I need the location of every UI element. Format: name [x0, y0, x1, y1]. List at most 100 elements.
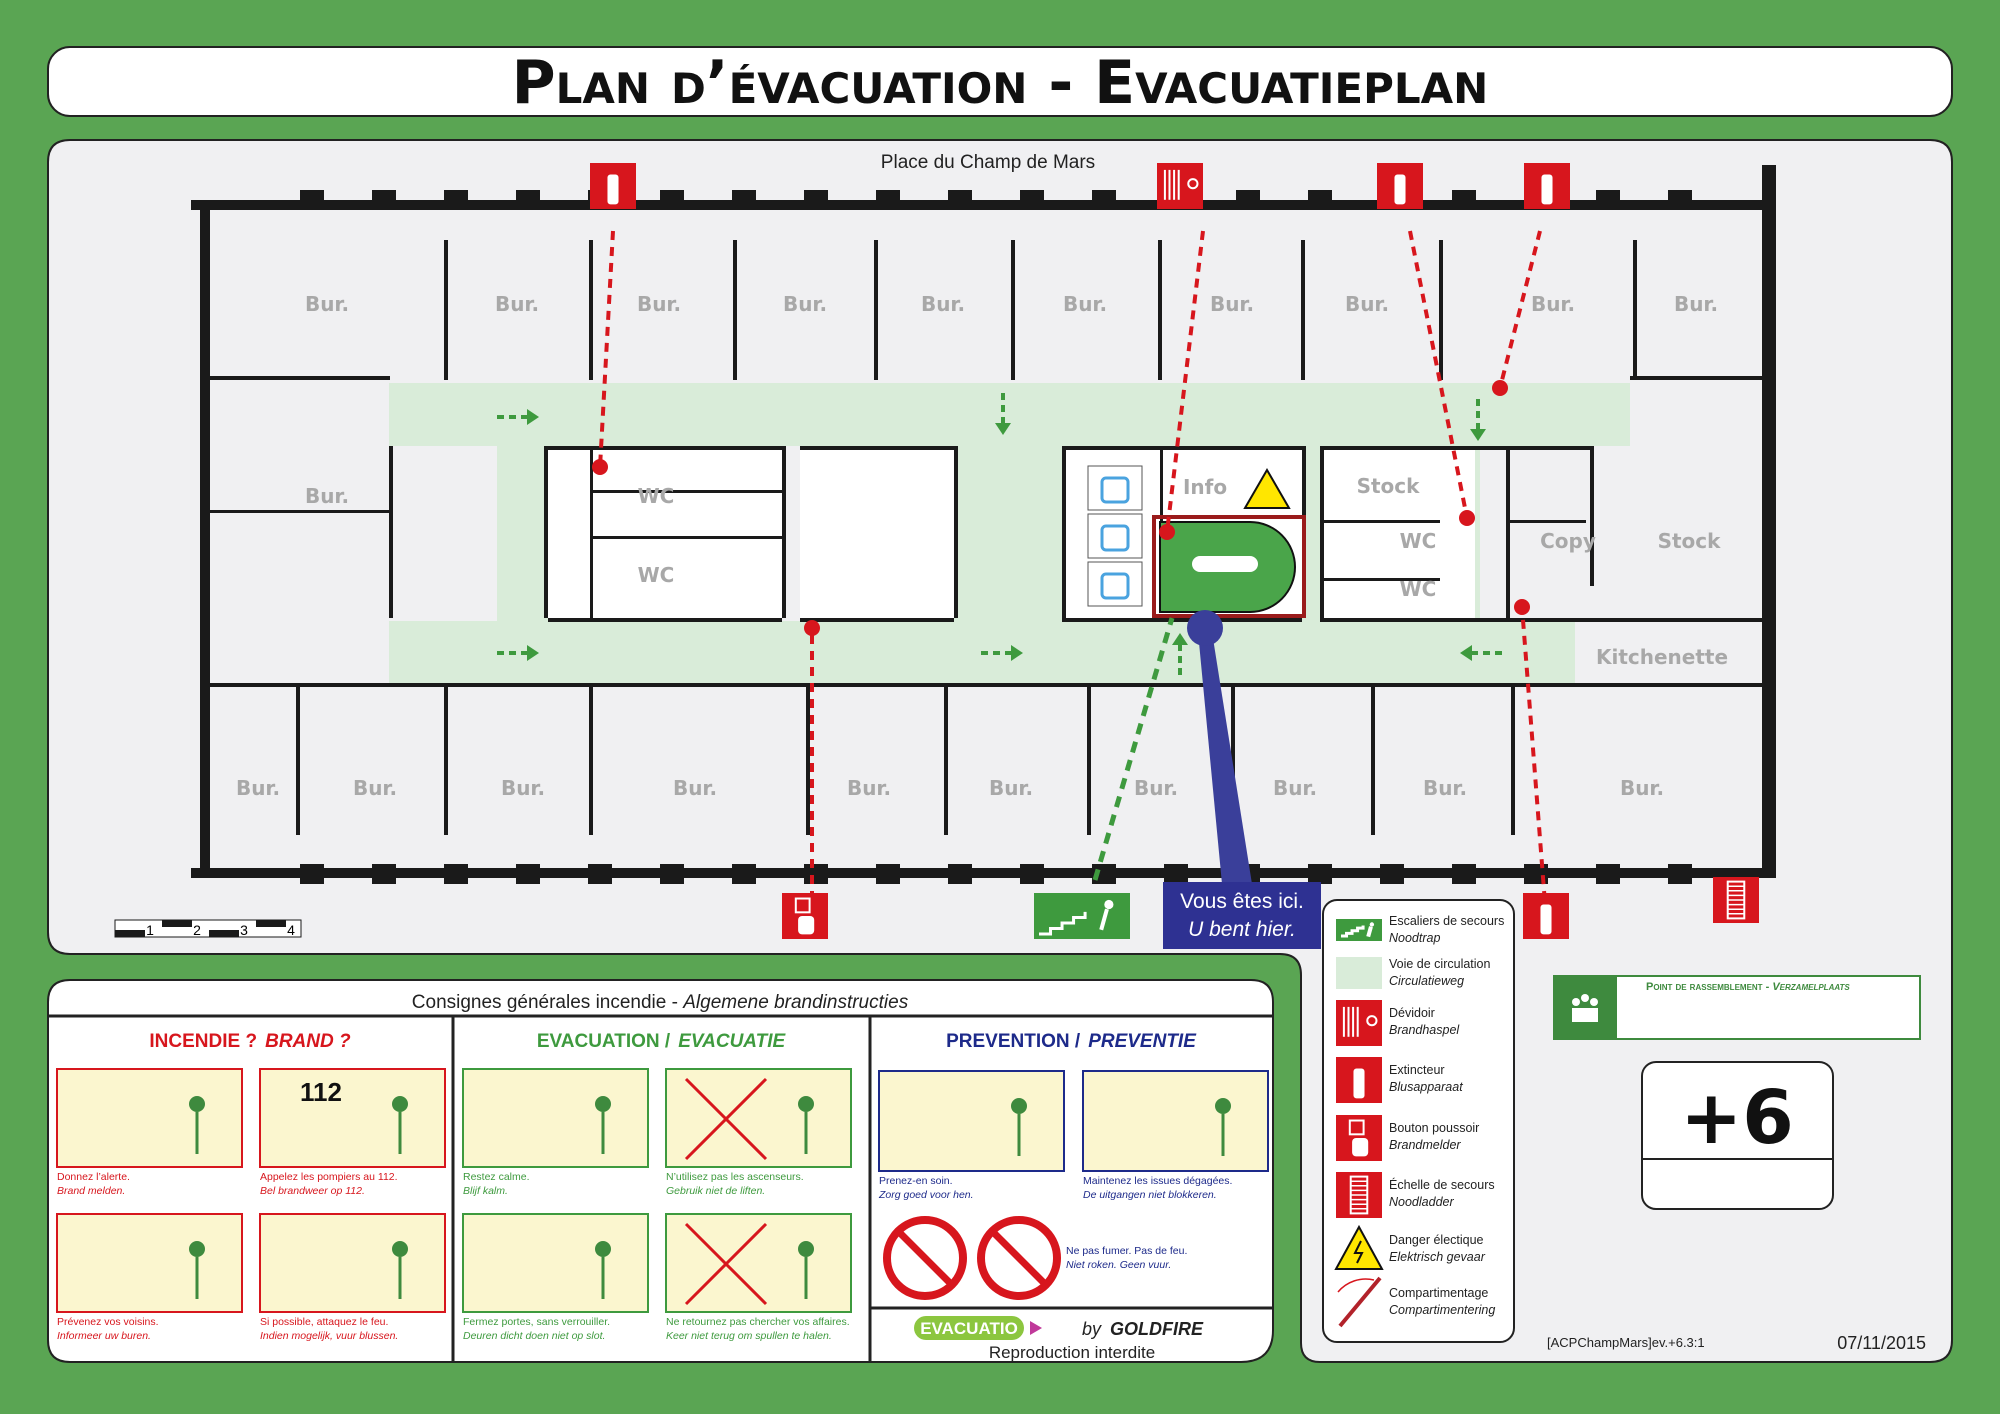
room-label: Info — [1183, 475, 1227, 499]
equipment-location-dot — [804, 620, 820, 636]
evacuation-direction-arrow — [497, 645, 539, 661]
wall — [589, 685, 593, 835]
instruction-illustration — [259, 1213, 446, 1313]
instruction-text-nl: Niet roken. Geen vuur. — [1066, 1259, 1171, 1271]
wall — [444, 685, 448, 835]
instruction-text-fr: Maintenez les issues dégagées. — [1083, 1175, 1232, 1187]
hose-glyph — [1173, 169, 1176, 200]
legend-label-nl: Noodladder — [1389, 1195, 1454, 1209]
corridor-swatch — [1336, 957, 1382, 989]
wall — [806, 685, 810, 835]
scale-label: 4 — [287, 922, 295, 938]
button-glyph — [794, 897, 811, 914]
instruction-illustration — [1082, 1070, 1269, 1172]
wall — [1011, 240, 1015, 380]
instruction-text-nl: Blijf kalm. — [463, 1185, 508, 1197]
you-are-here-nl: U bent hier. — [1188, 918, 1296, 941]
wall — [1062, 446, 1066, 618]
hose-glyph — [1342, 1006, 1345, 1037]
window-pillar — [1452, 864, 1476, 884]
window-pillar — [1236, 190, 1260, 210]
wall — [590, 490, 782, 493]
person-figure — [798, 1241, 814, 1257]
room-label: Bur. — [1134, 776, 1178, 800]
instructions-header: Consignes générales incendie - Algemene … — [412, 992, 909, 1013]
room-label: Bur. — [1345, 292, 1389, 316]
circulation-corridor — [389, 383, 1630, 446]
equipment-location-dot — [1459, 510, 1475, 526]
wall — [210, 376, 390, 380]
prohibited-cross — [684, 1222, 768, 1306]
electric-danger-icon — [1334, 1224, 1384, 1270]
instruction-text-nl: Keer niet terug om spullen te halen. — [666, 1330, 832, 1342]
plan-date: 07/11/2015 — [1837, 1333, 1926, 1353]
extinguisher-glyph — [607, 174, 619, 205]
instruction-text-nl: De uitgangen niet blokkeren. — [1083, 1189, 1217, 1201]
assembly-fr: Point de rassemblement — [1646, 981, 1763, 993]
stairwell-compartment — [1152, 515, 1306, 618]
equipment-pointer-line — [1498, 230, 1542, 389]
extinguisher-glyph — [1394, 174, 1406, 205]
wall — [1301, 240, 1305, 380]
wall — [1158, 240, 1162, 380]
scale-label: 1 — [146, 922, 154, 938]
window-pillar — [372, 190, 396, 210]
wall — [1320, 520, 1440, 523]
person-figure — [189, 1096, 205, 1112]
window-pillar — [1380, 864, 1404, 884]
wall — [1320, 446, 1590, 450]
wall — [733, 240, 737, 380]
window-pillar — [876, 864, 900, 884]
window-pillar — [516, 190, 540, 210]
instruction-text-fr: Prévenez vos voisins. — [57, 1316, 159, 1328]
window-pillar — [1020, 190, 1044, 210]
instruction-illustration — [462, 1068, 649, 1168]
window-pillar — [732, 190, 756, 210]
compartment-icon — [1337, 1278, 1375, 1293]
heading-fr: PREVENTION / — [946, 1031, 1081, 1052]
heading-fr: INCENDIE ? — [149, 1031, 257, 1052]
wall — [1371, 685, 1375, 835]
extinguisher-glyph — [1353, 1068, 1365, 1099]
wall — [800, 618, 954, 622]
room-label: Bur. — [353, 776, 397, 800]
heading-nl: EVACUATIE — [678, 1031, 786, 1052]
window-pillar — [372, 864, 396, 884]
wall — [1506, 446, 1510, 618]
title-box — [47, 46, 1953, 117]
evacuation-route-line — [1092, 617, 1175, 881]
scale-label: 3 — [240, 922, 248, 938]
hose-glyph — [1352, 1006, 1355, 1037]
runner-glyph — [1104, 899, 1114, 910]
wall — [782, 446, 786, 618]
hose-glyph — [1187, 178, 1199, 190]
legend-label-nl: Blusapparaat — [1389, 1080, 1463, 1094]
prohibition-slash — [989, 1228, 1049, 1288]
instruction-text-nl: Informeer uw buren. — [57, 1330, 151, 1342]
instruction-text-nl: Indien mogelijk, vuur blussen. — [260, 1330, 398, 1342]
equipment-location-dot — [1492, 380, 1508, 396]
window-pillar — [876, 190, 900, 210]
room-label: Stock — [1658, 529, 1722, 553]
instruction-text-nl: Brand melden. — [57, 1185, 125, 1197]
wall — [1320, 618, 1575, 622]
wall — [544, 446, 548, 618]
wall — [1087, 685, 1091, 835]
window-pillar — [804, 190, 828, 210]
wall — [548, 618, 782, 622]
wall — [1633, 240, 1637, 380]
room-label: Bur. — [847, 776, 891, 800]
instructions-header-nl: Algemene brandinstructies — [682, 992, 908, 1013]
evacuatio-logo-text: EVACUATIO — [920, 1319, 1018, 1338]
wall — [191, 868, 1776, 878]
heading-nl: PREVENTIE — [1088, 1031, 1197, 1052]
equipment-pointer-line — [1165, 230, 1205, 533]
legend-label-fr: Escaliers de secours — [1389, 914, 1504, 928]
elevator-icon — [1100, 524, 1130, 552]
